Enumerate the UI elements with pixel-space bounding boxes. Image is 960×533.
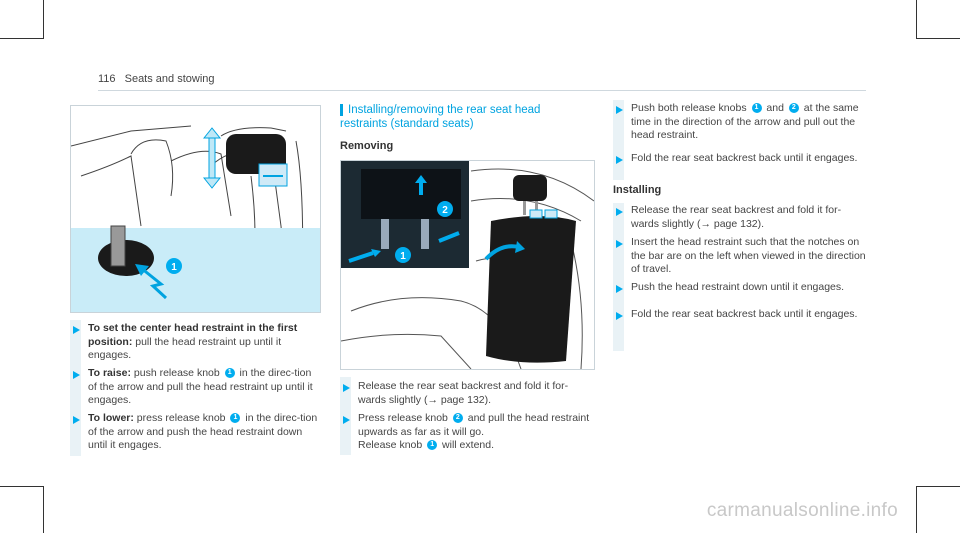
bullet-arrow-icon <box>616 208 623 216</box>
step-bar <box>70 320 81 456</box>
knob-1-icon: 1 <box>230 413 241 424</box>
step-raise: To raise: push release knob 1 in the dir… <box>88 367 313 406</box>
figure-center-head-restraint: 1 <box>70 105 321 313</box>
page-reference-link[interactable]: → page 132 <box>700 217 758 230</box>
crop-mark <box>43 0 44 38</box>
crop-mark <box>916 486 917 533</box>
knob-1-icon: 1 <box>751 103 762 114</box>
step-set-first-position: To set the center head restraint in the … <box>88 322 298 361</box>
crop-mark <box>43 486 44 533</box>
page-header: 116 Seats and stowing <box>98 73 215 85</box>
figure-rear-seat: 2 1 <box>340 160 595 370</box>
page-number: 116 <box>98 73 116 85</box>
heading-removing: Removing <box>340 140 394 152</box>
step-fold-back-install: Fold the rear seat backrest back until i… <box>631 308 858 320</box>
crop-mark <box>916 38 960 39</box>
step-lower: To lower: press release knob 1 in the di… <box>88 412 318 451</box>
step-push-both-knobs: Push both release knobs 1 and 2 at the s… <box>631 102 859 141</box>
bullet-arrow-icon <box>343 384 350 392</box>
step-fold-back: Fold the rear seat backrest back until i… <box>631 152 858 164</box>
knob-2-icon: 2 <box>452 413 463 424</box>
knob-1-icon: 1 <box>224 368 235 379</box>
step-press-knob: Press release knob 2 and pull the head r… <box>358 412 590 451</box>
bullet-arrow-icon <box>616 312 623 320</box>
bullet-arrow-icon <box>616 106 623 114</box>
knob-2-icon: 2 <box>788 103 799 114</box>
bullet-arrow-icon <box>616 285 623 293</box>
bullet-arrow-icon <box>73 371 80 379</box>
step-release-backrest: Release the rear seat backrest and fold … <box>358 380 569 406</box>
step-bar <box>613 100 624 180</box>
step-release-backrest-install: Release the rear seat backrest and fold … <box>631 204 842 230</box>
bullet-arrow-icon <box>616 240 623 248</box>
crop-mark <box>916 486 960 487</box>
step-bar <box>613 203 624 351</box>
watermark: carmanualsonline.info <box>706 500 898 521</box>
seat-illustration: 1 <box>71 125 320 312</box>
bullet-arrow-icon <box>73 416 80 424</box>
bullet-arrow-icon <box>73 326 80 334</box>
crop-mark <box>0 38 44 39</box>
callout-1: 1 <box>400 251 406 262</box>
callout-2: 2 <box>442 205 448 216</box>
header-divider <box>98 90 866 91</box>
knob-1-icon: 1 <box>427 440 438 451</box>
page-reference-link[interactable]: → page 132 <box>427 393 485 406</box>
step-push-down: Push the head restraint down until it en… <box>631 281 845 293</box>
callout-1: 1 <box>171 262 177 273</box>
bullet-arrow-icon <box>616 156 623 164</box>
crop-mark <box>0 486 44 487</box>
crop-mark <box>916 0 917 38</box>
section-marker <box>340 104 343 116</box>
bullet-arrow-icon <box>343 416 350 424</box>
heading-installing: Installing <box>613 184 662 196</box>
step-insert-head-restraint: Insert the head restraint such that the … <box>631 236 866 275</box>
rear-seat-illustration: 2 1 <box>341 161 594 369</box>
section-title: Seats and stowing <box>124 73 215 85</box>
section-title-head-restraints: Installing/removing the rear seat head r… <box>340 104 541 130</box>
